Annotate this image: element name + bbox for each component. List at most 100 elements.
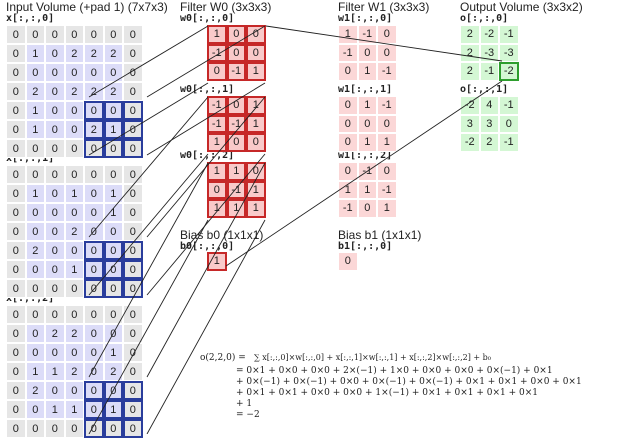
- input-slice-1-cell: 1: [25, 184, 45, 203]
- input-slice-0-cell: 0: [123, 101, 143, 120]
- input-slice-1-cell: 0: [6, 222, 26, 241]
- input-slice-1-cell: 0: [84, 165, 104, 184]
- output-slice-0-cell: -1: [499, 25, 519, 44]
- input-slice-1-cell: 0: [103, 279, 123, 298]
- input-slice-2-cell: 0: [6, 324, 26, 343]
- w1-slice-0-cell: 0: [338, 62, 358, 81]
- input-slice-1-cell: 0: [103, 260, 123, 279]
- input-slice-1-cell: 0: [123, 260, 143, 279]
- bias-b0-title: Bias b0 (1x1x1): [180, 228, 264, 242]
- formula-line-4: + 1: [236, 399, 253, 409]
- input-slice-1-cell: 0: [25, 203, 45, 222]
- input-slice-0-cell: 0: [45, 120, 65, 139]
- output-slice-1-cell: -1: [499, 133, 519, 152]
- w0-slice-1-cell: 0: [226, 96, 246, 115]
- w0-slice-0-cell: 0: [226, 25, 246, 44]
- input-slice-1-cell: 0: [45, 222, 65, 241]
- input-slice-0-label: x[:,:,0]: [6, 13, 55, 24]
- input-slice-2-cell: 1: [45, 362, 65, 381]
- w0-slice-2-cell: 1: [207, 162, 227, 181]
- w0-slice-1-cell: -1: [226, 114, 246, 133]
- bias-b0-grid: 1: [207, 252, 227, 271]
- w0-slice-1-cell: 0: [246, 133, 266, 152]
- input-slice-1-cell: 0: [64, 165, 84, 184]
- input-slice-1-cell: 0: [45, 241, 65, 260]
- input-slice-1-cell: 1: [64, 184, 84, 203]
- w1-slice-0-label: w1[:,:,0]: [338, 13, 393, 24]
- input-slice-0-cell: 1: [25, 120, 45, 139]
- input-slice-2-cell: 0: [6, 362, 26, 381]
- input-slice-2-cell: 0: [25, 343, 45, 362]
- input-slice-0-cell: 0: [45, 44, 65, 63]
- input-slice-2-cell: 2: [64, 362, 84, 381]
- input-slice-0-cell: 2: [84, 44, 104, 63]
- w1-slice-0-cell: 0: [357, 43, 377, 62]
- input-slice-1-cell: 0: [123, 241, 143, 260]
- w1-slice-0-cell: 1: [357, 62, 377, 81]
- w0-slice-0-cell: 0: [246, 25, 266, 44]
- input-slice-1-cell: 1: [103, 203, 123, 222]
- input-slice-1-cell: 0: [6, 279, 26, 298]
- input-slice-1-cell: 0: [84, 203, 104, 222]
- input-slice-2-cell: 0: [25, 305, 45, 324]
- input-volume-title: Input Volume (+pad 1) (7x7x3): [6, 0, 168, 14]
- input-slice-0-cell: 0: [123, 82, 143, 101]
- input-slice-2-cell: 0: [45, 305, 65, 324]
- input-slice-1-cell: 0: [25, 165, 45, 184]
- formula-line-2: + 0×(−1) + 0×(−1) + 0×0 + 0×(−1) + 0×(−1…: [236, 377, 582, 387]
- w1-slice-1-cell: 1: [357, 133, 377, 152]
- input-slice-2-cell: 2: [45, 324, 65, 343]
- formula-line-5: = −2: [236, 410, 260, 420]
- b1-slice-label: b1[:,:,0]: [338, 241, 393, 252]
- input-slice-2-cell: 0: [84, 324, 104, 343]
- input-slice-0-cell: 2: [64, 82, 84, 101]
- formula-line-1: = 0×1 + 0×0 + 0×0 + 2×(−1) + 1×0 + 0×0 +…: [236, 366, 553, 376]
- w0-slice-0-cell: -1: [226, 62, 246, 81]
- w1-slice-1-cell: 0: [338, 114, 358, 133]
- input-slice-2-cell: 0: [64, 343, 84, 362]
- w0-slice-0-cell: 0: [246, 43, 266, 62]
- input-slice-1-cell: 0: [103, 222, 123, 241]
- input-slice-1-cell: 0: [45, 203, 65, 222]
- filter-w0-title: Filter W0 (3x3x3): [180, 0, 272, 14]
- input-slice-2-cell: 0: [123, 305, 143, 324]
- input-slice-0-cell: 0: [6, 82, 26, 101]
- w1-slice-2-cell: 1: [357, 180, 377, 199]
- w0-slice-1-cell: 1: [246, 114, 266, 133]
- w1-slice-2-cell: -1: [377, 180, 397, 199]
- input-slice-1-cell: 0: [64, 279, 84, 298]
- input-slice-2-cell: 0: [45, 381, 65, 400]
- input-slice-0-cell: 0: [25, 63, 45, 82]
- w1-slice-0-cell: -1: [357, 25, 377, 44]
- input-slice-1-cell: 0: [6, 165, 26, 184]
- w0-slice-1-cell: 0: [226, 133, 246, 152]
- output-slice-1-cell: -2: [460, 96, 480, 115]
- output-slice-1-label: o[:,:,1]: [460, 84, 509, 95]
- input-slice-0-cell: 0: [64, 139, 84, 158]
- input-slice-2-cell: 0: [84, 381, 104, 400]
- output-slice-0-cell: 2: [460, 62, 480, 81]
- input-slice-2-label: x[:,:,2]: [6, 293, 55, 304]
- w1-slice-2-cell: -1: [338, 199, 358, 218]
- output-slice-1-cell: -2: [460, 133, 480, 152]
- output-volume-title: Output Volume (3x3x2): [460, 0, 583, 14]
- input-slice-0-cell: 0: [64, 25, 84, 44]
- input-slice-0-cell: 0: [84, 139, 104, 158]
- w0-slice-2-cell: 1: [207, 199, 227, 218]
- input-slice-0-cell: 1: [25, 101, 45, 120]
- input-slice-2-cell: 1: [45, 400, 65, 419]
- w1-slice-1-cell: 1: [377, 133, 397, 152]
- input-slice-0-cell: 0: [45, 139, 65, 158]
- input-slice-0-cell: 1: [25, 44, 45, 63]
- formula-lhs: o(2,2,0) =: [200, 353, 246, 363]
- input-slice-2-cell: 0: [64, 305, 84, 324]
- w0-slice-2-cell: 1: [226, 162, 246, 181]
- w0-slice-1-label: w0[:,:,1]: [180, 84, 235, 95]
- input-slice-1-cell: 0: [103, 241, 123, 260]
- input-slice-0-cell: 2: [103, 44, 123, 63]
- input-slice-0-cell: 2: [84, 82, 104, 101]
